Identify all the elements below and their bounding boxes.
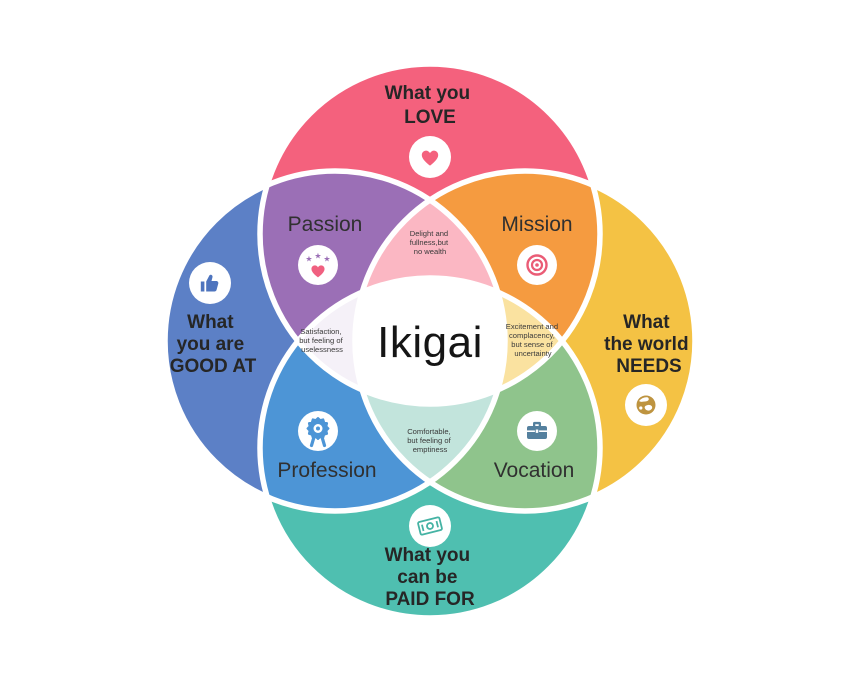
divider-strokes — [162, 61, 698, 621]
intersection-left — [260, 278, 505, 404]
intersection-right — [355, 278, 600, 404]
heart-icon — [409, 136, 451, 178]
intersection-left-label: Satisfaction, but feeling of uselessness — [299, 327, 345, 354]
intersection-bottom-label: Comfortable, but feeling of emptiness — [407, 427, 453, 454]
profession-label: Profession — [277, 459, 376, 482]
svg-text:★: ★ — [314, 252, 321, 261]
good-at-label: What you are GOOD AT — [170, 312, 257, 377]
intersection-bottom — [355, 278, 505, 511]
passion-label: Passion — [288, 213, 363, 236]
svg-text:★: ★ — [323, 255, 330, 264]
svg-text:★: ★ — [305, 255, 312, 264]
love-label: What you LOVE — [385, 83, 476, 128]
needs-label: What the world NEEDS — [604, 312, 694, 377]
vocation-label: Vocation — [494, 459, 575, 482]
intersection-top — [355, 171, 505, 404]
paid-for-label: What you can be PAID FOR — [385, 545, 476, 610]
rosette-icon — [298, 411, 338, 451]
thumbs-up-icon — [189, 262, 231, 304]
mission-label: Mission — [501, 213, 572, 236]
stars-heart-icon: ★ ★ ★ — [298, 245, 338, 285]
intersection-top-label: Delight and fullness,but no wealth — [410, 229, 451, 256]
banknote-icon — [409, 505, 451, 547]
intersection-right-label: Excitement and complacency, but sense of… — [506, 322, 560, 358]
target-icon — [517, 245, 557, 285]
globe-icon — [625, 384, 667, 426]
ikigai-title: Ikigai — [377, 318, 483, 367]
briefcase-icon — [517, 411, 557, 451]
